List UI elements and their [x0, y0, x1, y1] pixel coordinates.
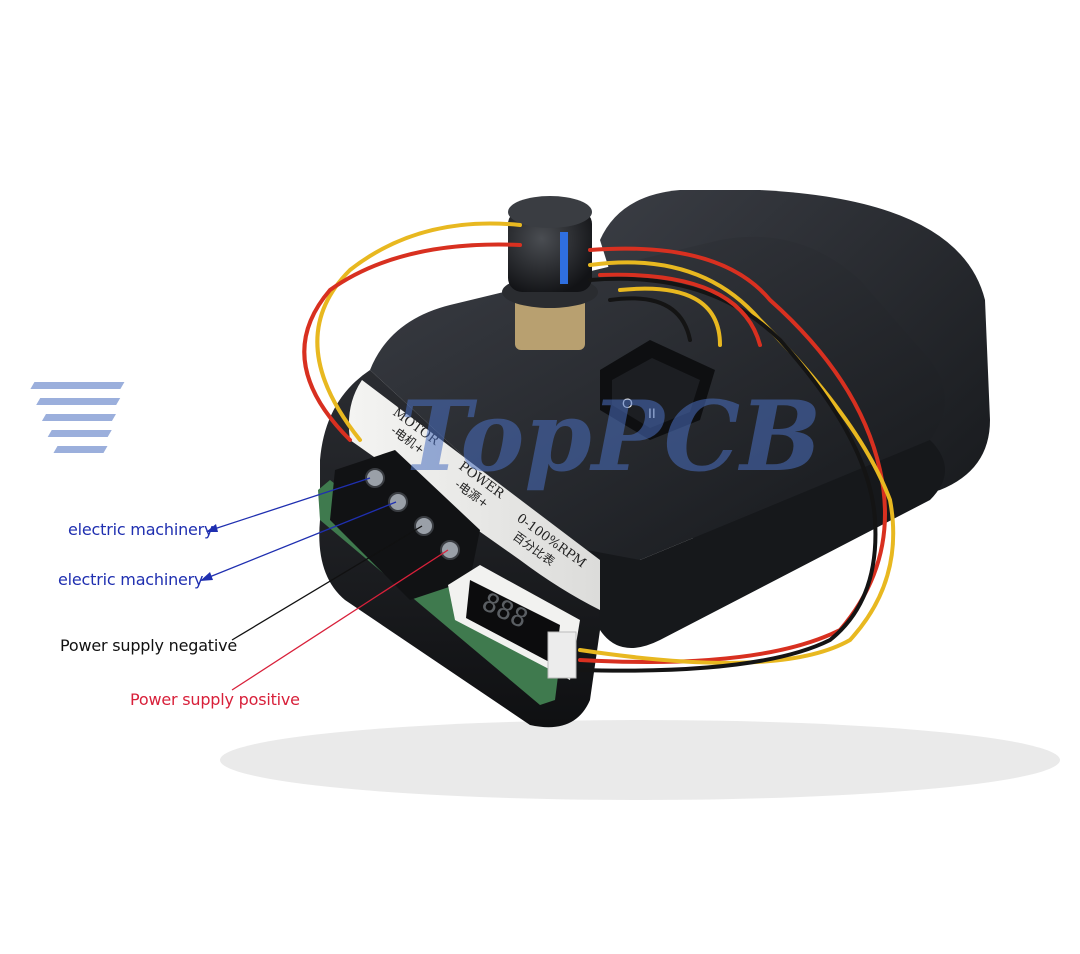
terminal-screw-1 — [365, 468, 385, 488]
wire-red-left — [302, 242, 522, 442]
knob-marker — [560, 232, 568, 284]
terminal-screw-4 — [440, 540, 460, 560]
callout-power-supply-negative: Power supply negative — [60, 636, 238, 655]
callout-electric-machinery-1: electric machinery — [68, 520, 214, 539]
callout-line-1 — [207, 477, 371, 532]
callout-line-4 — [231, 549, 449, 691]
wire-yellow-right — [578, 260, 896, 665]
display-module: 888 — [448, 565, 580, 680]
watermark-text: TopPCB — [400, 380, 821, 493]
terminal-screw-3 — [414, 516, 434, 536]
wire-red-right — [578, 246, 887, 664]
terminal-screw-2 — [388, 492, 408, 512]
callout-line-3 — [231, 525, 423, 641]
switch-off-symbol: O — [622, 395, 633, 411]
wire-switch-2 — [618, 286, 722, 347]
label-panel — [348, 380, 600, 610]
display-connector — [547, 631, 577, 679]
wire-harness — [302, 221, 896, 673]
floor-shadow — [220, 720, 1060, 800]
terminal-block — [330, 450, 480, 600]
wire-yellow-left — [315, 221, 522, 442]
watermark: TopPCB — [30, 380, 821, 493]
housing-side — [560, 440, 945, 648]
wire-switch-1 — [608, 296, 692, 342]
callout-electric-machinery-2: electric machinery — [58, 570, 204, 589]
rocker-switch: O II — [600, 340, 715, 440]
watermark-stripes — [30, 382, 125, 453]
callout-arrow-2 — [200, 572, 213, 581]
switch-on-symbol: II — [648, 405, 656, 421]
callout-line-2 — [201, 501, 397, 581]
callout-arrow-1 — [206, 524, 218, 532]
callout-lines — [200, 477, 449, 691]
wire-switch-3 — [598, 272, 762, 347]
callout-power-supply-positive: Power supply positive — [130, 690, 300, 709]
potentiometer — [502, 196, 598, 350]
